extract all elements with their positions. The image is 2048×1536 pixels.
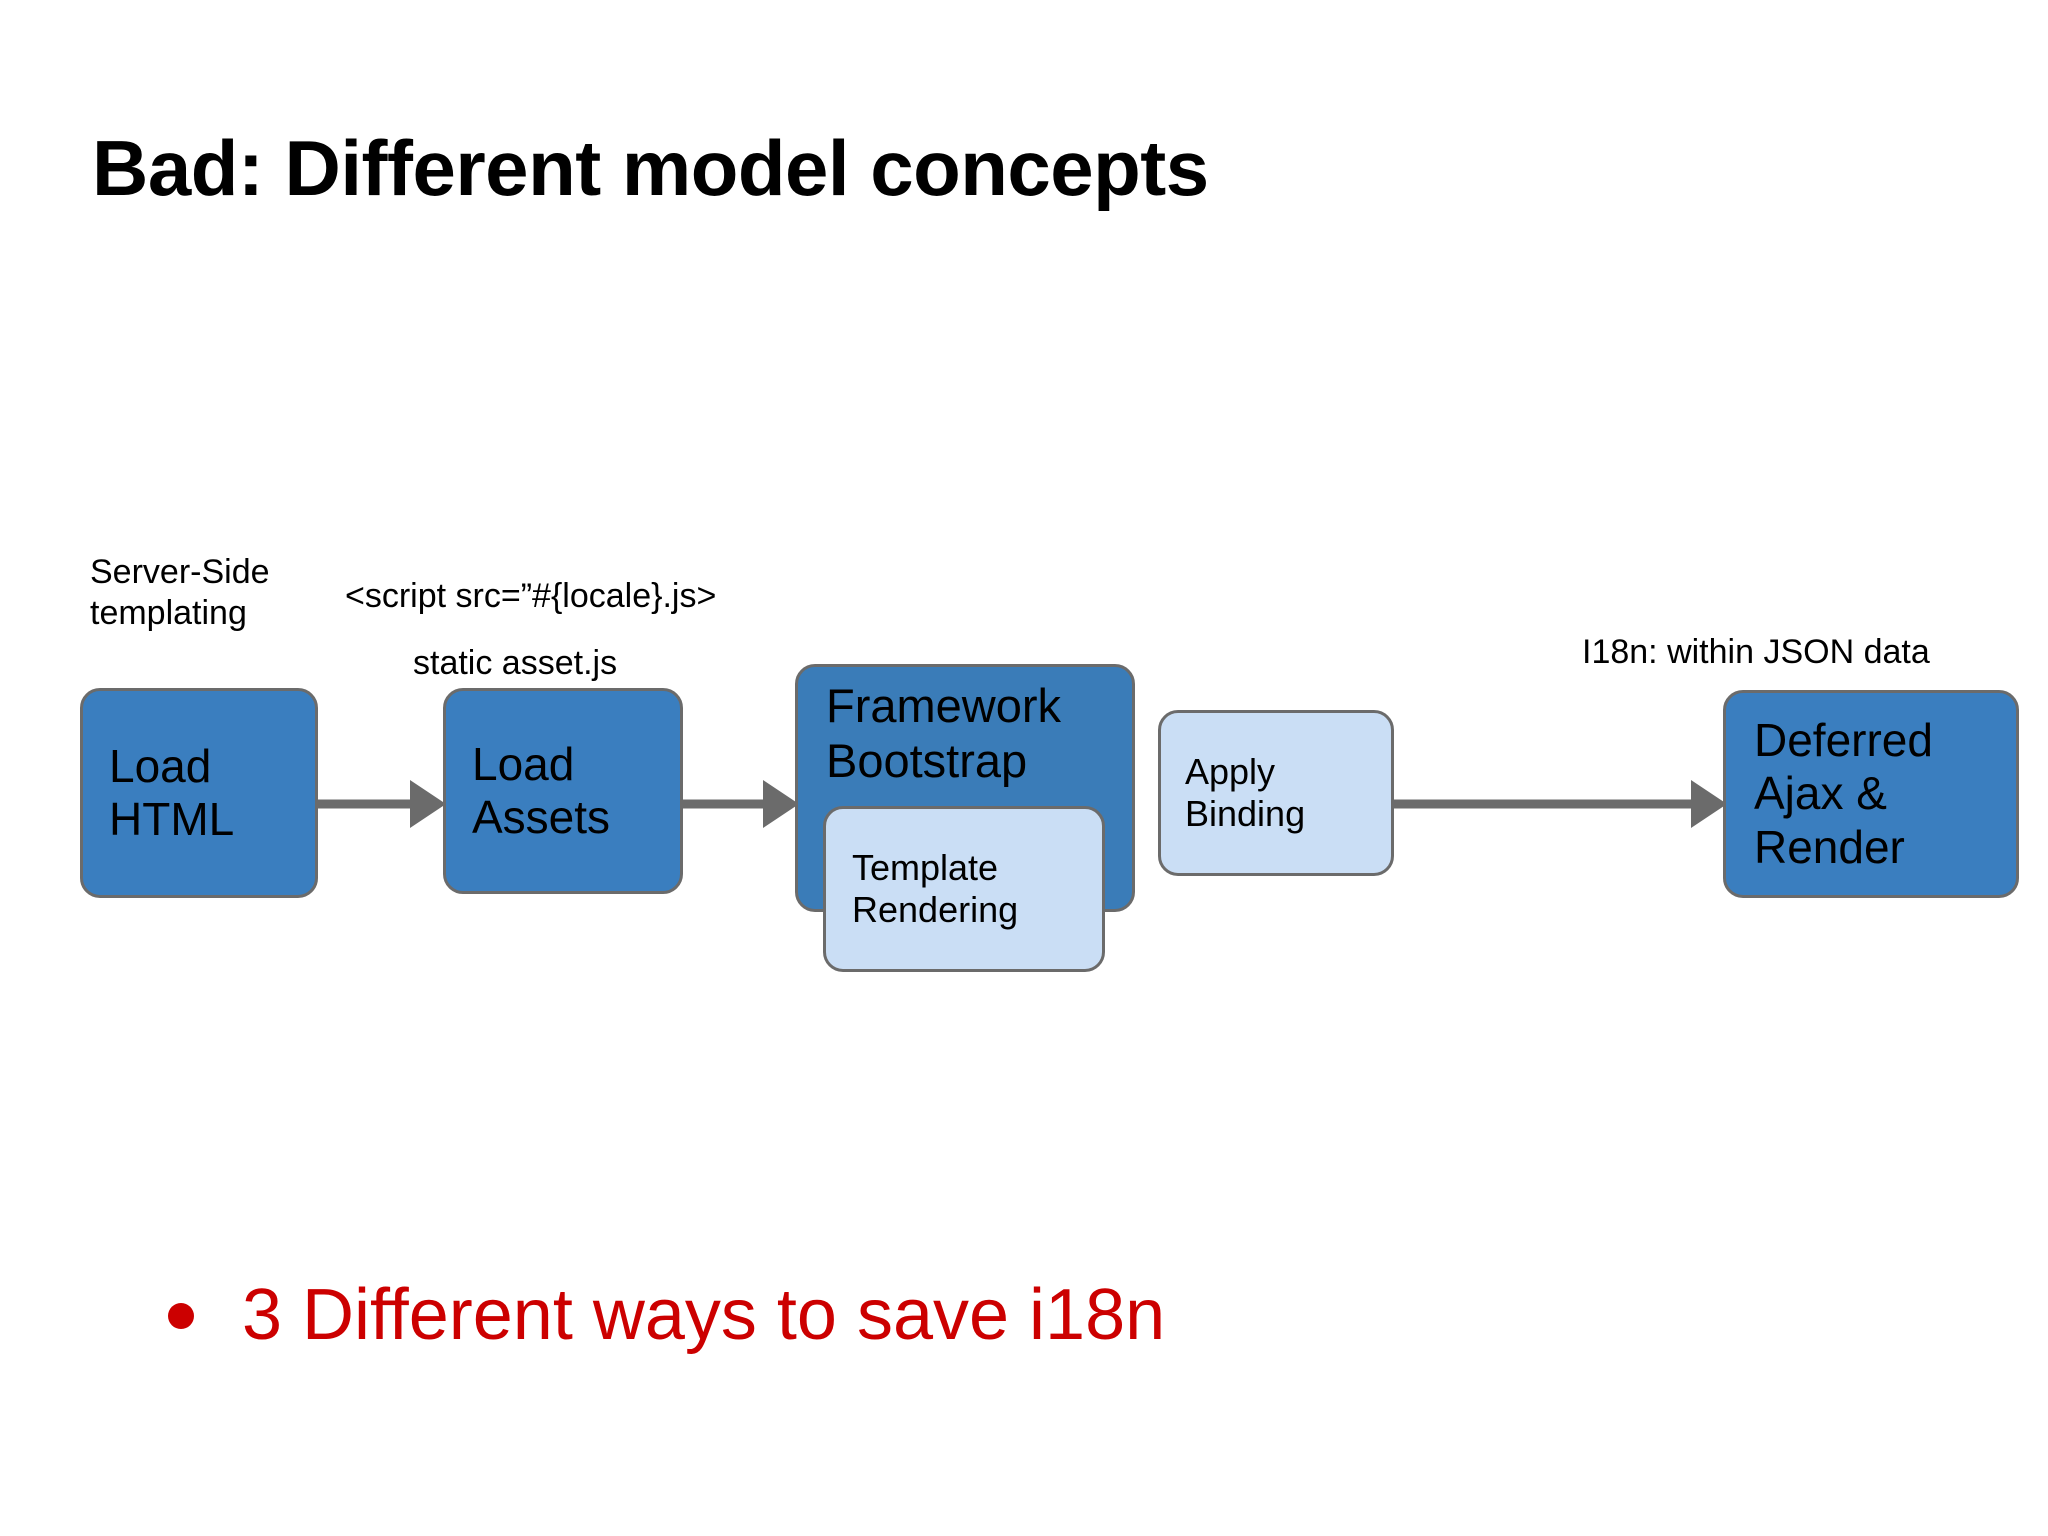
annotation-static-asset: static asset.js <box>413 644 618 682</box>
arrow-shaft <box>683 799 763 809</box>
node-load-html: Load HTML <box>80 688 318 898</box>
node-deferred-ajax-render: Deferred Ajax & Render <box>1723 690 2019 898</box>
arrow-load-assets-to-framework <box>683 780 799 828</box>
annotation-i18n-within-json-data: I18n: within JSON data <box>1582 633 1930 671</box>
arrow-shaft <box>318 799 410 809</box>
arrow-apply-binding-to-deferred <box>1394 780 1727 828</box>
bullet-list-item: 3 Different ways to save i18n <box>168 1275 1166 1355</box>
annotation-script-src: <script src=”#{locale}.js> <box>345 577 717 615</box>
arrow-head-icon <box>1691 780 1727 828</box>
arrow-head-icon <box>763 780 799 828</box>
page-title: Bad: Different model concepts <box>92 124 1209 212</box>
node-load-assets-label: Load Assets <box>472 737 611 843</box>
node-deferred-ajax-render-label: Deferred Ajax & Render <box>1754 713 1933 873</box>
node-apply-binding: Apply Binding <box>1158 710 1394 876</box>
node-load-assets: Load Assets <box>443 688 683 894</box>
arrow-head-icon <box>410 780 446 828</box>
arrow-load-html-to-load-assets <box>318 780 446 828</box>
node-template-rendering: Template Rendering <box>823 806 1105 972</box>
bullet-item-label: 3 Different ways to save i18n <box>242 1275 1166 1355</box>
node-apply-binding-label: Apply Binding <box>1185 751 1306 834</box>
node-framework-bootstrap-label: Framework Bootstrap <box>826 679 1062 787</box>
node-load-html-label: Load HTML <box>109 739 235 845</box>
bullet-dot-icon <box>168 1302 194 1329</box>
annotation-server-side-templating: Server-Side templating <box>90 553 270 633</box>
node-template-rendering-label: Template Rendering <box>852 847 1019 930</box>
arrow-shaft <box>1394 799 1691 809</box>
